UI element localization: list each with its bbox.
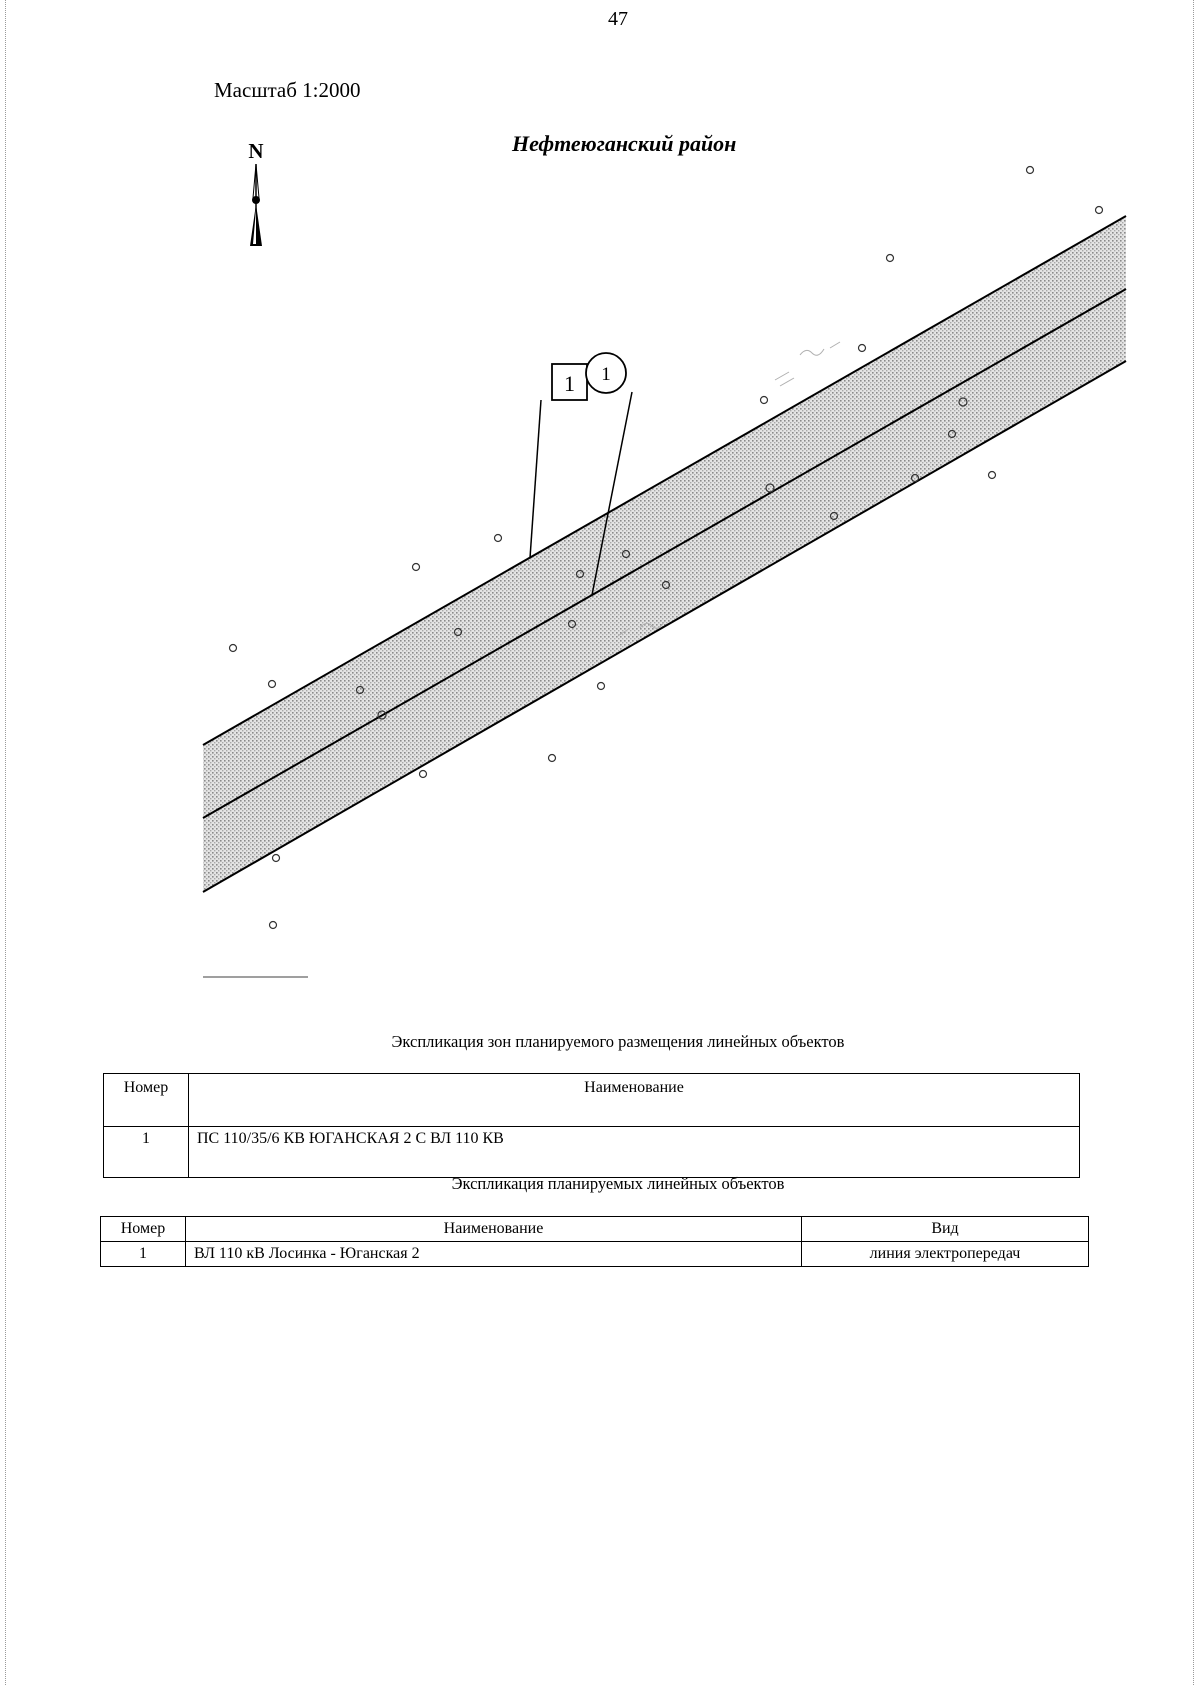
survey-point-icon [765, 483, 775, 493]
zone-marker-label: 1 [564, 371, 575, 396]
cell-name: ВЛ 110 кВ Лосинка - Юганская 2 [185, 1241, 802, 1267]
cell-number: 1 [100, 1241, 186, 1267]
north-arrow-icon: N [244, 139, 268, 255]
survey-point-icon [661, 580, 671, 590]
header-number: Номер [100, 1216, 186, 1242]
survey-point-icon [910, 473, 920, 483]
survey-points [228, 165, 1104, 930]
survey-point-icon [355, 685, 365, 695]
zones-table-caption: Экспликация зон планируемого размещения … [391, 1032, 845, 1051]
survey-point-icon [596, 681, 606, 691]
survey-point-icon [575, 569, 585, 579]
scan-edge-left [0, 0, 6, 1685]
north-label: N [248, 140, 263, 163]
survey-point-icon [759, 395, 769, 405]
power-line-axis [202, 288, 1127, 819]
survey-point-icon [271, 853, 281, 863]
scale-label: Масштаб 1:2000 [214, 78, 361, 102]
survey-point-icon [268, 920, 278, 930]
zone-leader-line [529, 399, 542, 559]
survey-point-icon [493, 533, 503, 543]
table-row: 1 ПС 110/35/6 КВ ЮГАНСКАЯ 2 С ВЛ 110 КВ [103, 1126, 1080, 1178]
survey-point-icon [567, 619, 577, 629]
survey-point-icon [453, 627, 463, 637]
zone-boundary-lower [202, 360, 1127, 893]
header-name: Наименование [185, 1216, 802, 1242]
survey-point-icon [621, 549, 631, 559]
cell-number: 1 [103, 1126, 189, 1178]
object-marker: 1 [585, 352, 627, 394]
survey-point-icon [267, 679, 277, 689]
table-row: 1 ВЛ 110 кВ Лосинка - Юганская 2 линия э… [100, 1241, 1089, 1267]
object-leader-line [591, 391, 633, 596]
header-number: Номер [103, 1073, 189, 1127]
survey-point-icon [947, 429, 957, 439]
survey-point-icon [885, 253, 895, 263]
survey-point-icon [1094, 205, 1104, 215]
district-title: Нефтеюганский район [512, 131, 737, 156]
objects-table: Номер Наименование Вид 1 ВЛ 110 кВ Лосин… [100, 1216, 1089, 1267]
header-kind: Вид [801, 1216, 1089, 1242]
survey-point-icon [987, 470, 997, 480]
survey-point-icon [547, 753, 557, 763]
zones-table: Номер Наименование 1 ПС 110/35/6 КВ ЮГАН… [103, 1073, 1080, 1178]
faint-scan-marks [617, 341, 841, 637]
survey-point-icon [411, 562, 421, 572]
survey-point-icon [228, 643, 238, 653]
survey-point-icon [857, 343, 867, 353]
page-number: 47 [608, 8, 628, 30]
header-name: Наименование [188, 1073, 1080, 1127]
cell-name: ПС 110/35/6 КВ ЮГАНСКАЯ 2 С ВЛ 110 КВ [188, 1126, 1080, 1178]
survey-point-icon [958, 397, 968, 407]
survey-point-icon [829, 511, 839, 521]
survey-point-icon [377, 710, 387, 720]
table-header-row: Номер Наименование Вид [100, 1216, 1089, 1242]
zone-boundary-upper [202, 215, 1127, 746]
scan-edge-right [1193, 0, 1199, 1685]
zone-marker: 1 [551, 363, 588, 401]
objects-table-caption: Экспликация планируемых линейных объекто… [451, 1174, 785, 1193]
cell-kind: линия электропередач [801, 1241, 1089, 1267]
table-header-row: Номер Наименование [103, 1073, 1080, 1127]
object-marker-label: 1 [601, 364, 611, 385]
survey-point-icon [418, 769, 428, 779]
survey-point-icon [1025, 165, 1035, 175]
